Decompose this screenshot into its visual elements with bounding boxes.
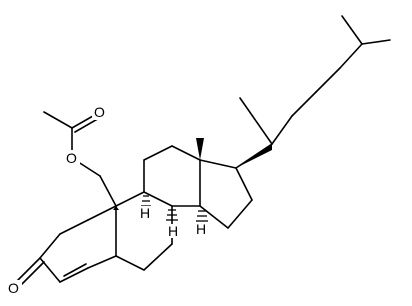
carbonyl-oxygen-label: O (94, 104, 105, 120)
ring-a (15, 205, 117, 287)
ring-c (143, 145, 201, 207)
h8-label: H (140, 205, 150, 221)
atom-labels: O O O H H H (6, 104, 208, 296)
ketone-oxygen-label: O (8, 280, 19, 296)
h14-label: H (196, 221, 206, 237)
ester-oxygen-label: O (66, 150, 77, 166)
side-chain (235, 15, 391, 169)
ring-d (199, 159, 253, 229)
ring-b (115, 191, 173, 271)
h9-label: H (168, 223, 178, 239)
stereo-bonds (113, 138, 272, 222)
